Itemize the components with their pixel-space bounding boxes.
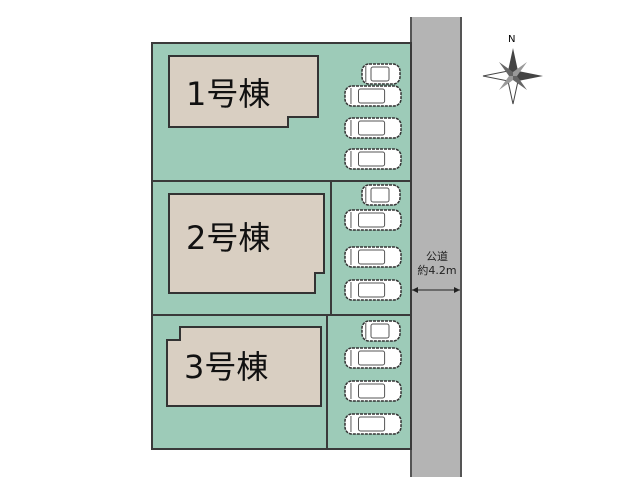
lot-2-divider	[330, 181, 332, 315]
parking-car-icon	[344, 279, 402, 305]
building-2: 2号棟	[168, 193, 328, 295]
parking-car-icon	[344, 148, 402, 174]
building-3: 3号棟	[166, 326, 324, 408]
parking-car-icon	[344, 209, 402, 235]
road-width: 約4.2m	[417, 264, 457, 277]
parking-car-icon	[361, 63, 401, 89]
parking-car-icon	[361, 320, 401, 346]
parking-car-icon	[344, 380, 402, 406]
parking-car-icon	[344, 347, 402, 373]
building-2-label: 2号棟	[186, 219, 271, 257]
building-1: 1号棟	[168, 55, 320, 129]
road-width-arrow	[412, 287, 460, 293]
parking-car-icon	[344, 85, 402, 111]
road-name: 公道	[426, 250, 448, 263]
compass-icon: N	[482, 34, 543, 105]
parking-car-icon	[361, 184, 401, 210]
public-road	[410, 17, 462, 477]
building-1-label: 1号棟	[186, 75, 271, 113]
parking-car-icon	[344, 413, 402, 439]
road-label: 公道 約4.2m	[414, 250, 460, 278]
building-3-label: 3号棟	[184, 348, 269, 386]
compass-north-label: N	[508, 34, 515, 45]
lot-3-divider	[326, 315, 328, 449]
parking-car-icon	[344, 117, 402, 143]
parking-car-icon	[344, 246, 402, 272]
